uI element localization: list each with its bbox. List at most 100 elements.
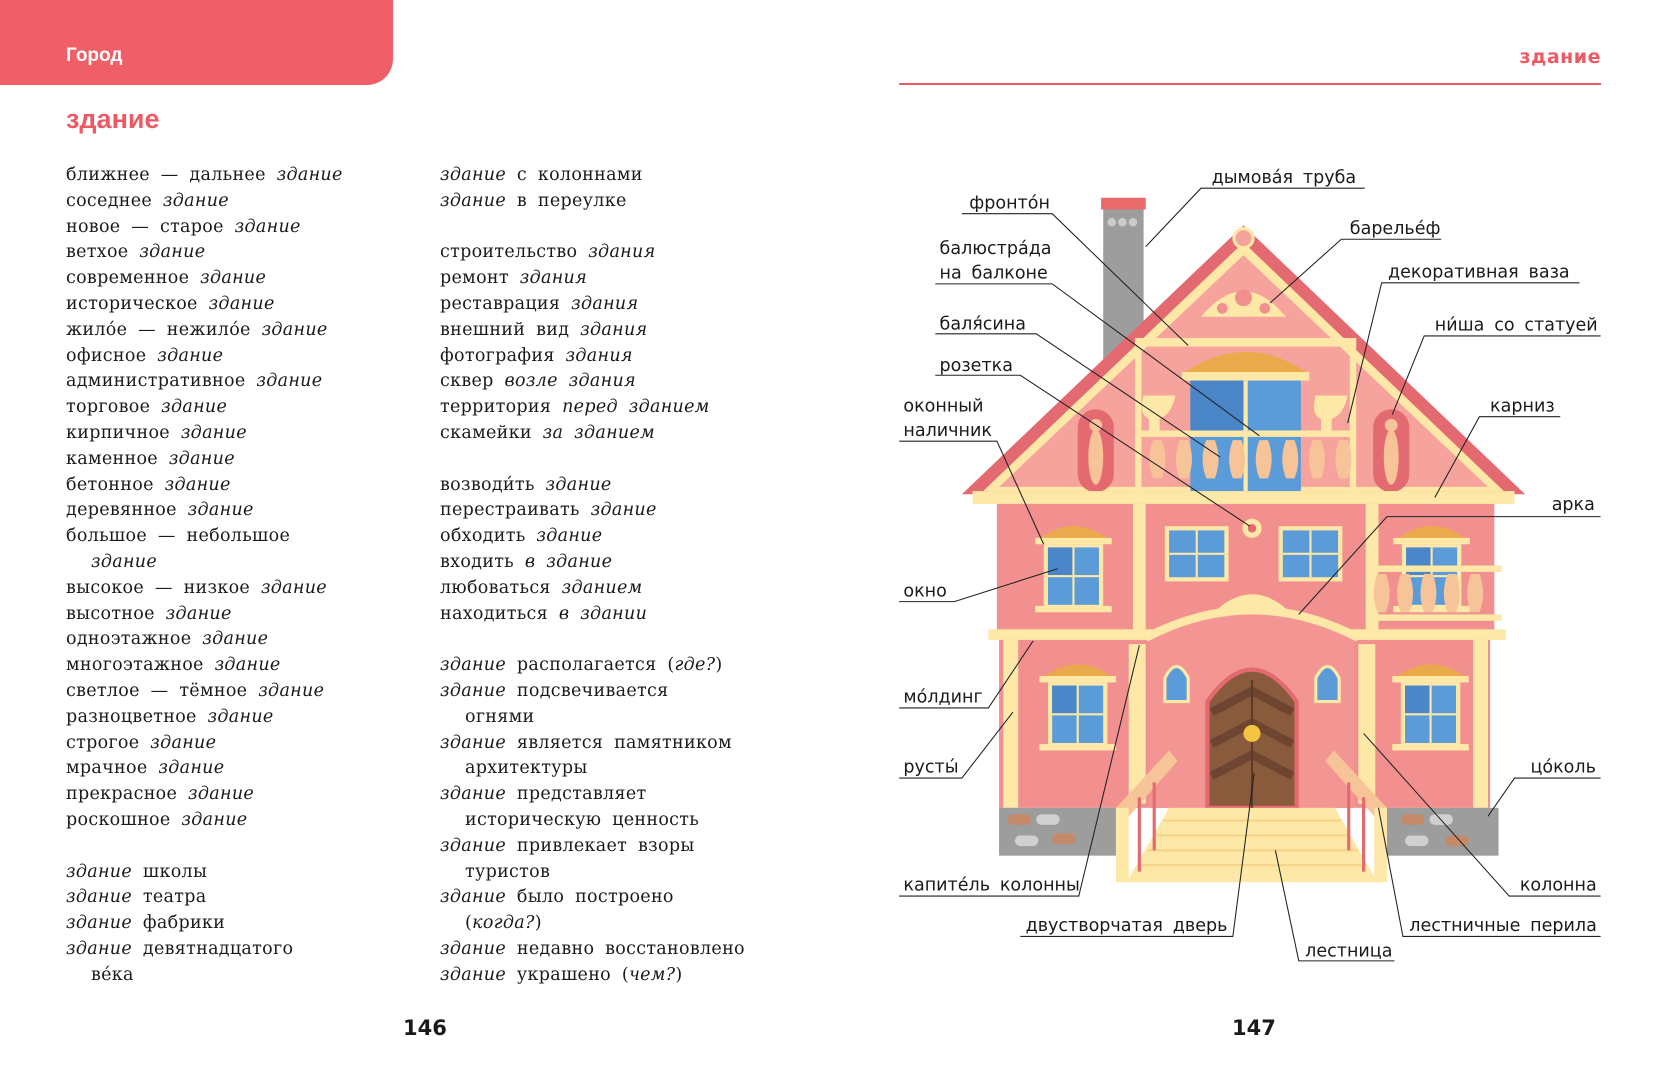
text-fragment: перестраивать — [440, 500, 591, 521]
text-fragment: административное — [66, 371, 257, 392]
italic-fragment: чем? — [628, 964, 676, 985]
text-fragment: сквер — [440, 371, 505, 392]
collocation-line: туристов — [440, 860, 745, 886]
label-pediment: фронто́н — [961, 193, 1189, 346]
text-fragment: девятнадцатого — [132, 938, 294, 959]
header-rule — [899, 83, 1601, 85]
text-fragment: любоваться — [440, 577, 562, 598]
collocation-line: кирпичное здание — [66, 421, 343, 447]
label-plinth: цо́коль — [1487, 758, 1601, 817]
italic-fragment: здание — [202, 629, 269, 650]
label-bas-relief: барелье́ф — [1269, 219, 1442, 304]
text-fragment: прекрасное — [66, 784, 189, 805]
collocation-line: здание с колоннами — [440, 163, 745, 189]
label-arch: арка — [1298, 495, 1601, 615]
text-fragment: недавно восстановлено — [506, 938, 745, 959]
italic-fragment: здание — [440, 835, 507, 856]
entry-title: здание — [66, 104, 160, 134]
collocation-line: разноцветное здание — [66, 705, 343, 731]
text-fragment: кирпичное — [66, 422, 181, 443]
text-fragment: находиться — [440, 603, 559, 624]
svg-text:оконный: оконный — [903, 396, 983, 416]
italic-fragment: здание — [440, 165, 507, 185]
italic-fragment: в здание — [524, 551, 613, 572]
text-fragment: одноэтажное — [66, 629, 203, 650]
text-fragment: ближнее — дальнее — [66, 165, 277, 185]
collocation-line: реставрация здания — [440, 292, 745, 318]
collocation-line: бетонное здание — [66, 473, 343, 499]
text-fragment: архитектуры — [465, 758, 588, 779]
collocation-line: архитектуры — [440, 756, 745, 782]
text-fragment: жило́е — нежило́е — [66, 319, 262, 340]
collocation-line: ветхое здание — [66, 240, 343, 266]
italic-fragment: здание — [164, 474, 231, 495]
text-fragment: располагается ( — [506, 655, 675, 676]
collocation-line: строгое здание — [66, 731, 343, 757]
italic-fragment: здание — [440, 887, 507, 908]
italic-fragment: здание — [440, 680, 507, 701]
collocation-line: торговое здание — [66, 395, 343, 421]
collocation-line: современное здание — [66, 266, 343, 292]
italic-fragment: здание — [545, 474, 612, 495]
italic-fragment: здание — [440, 964, 507, 985]
text-fragment: соседнее — [66, 190, 163, 211]
italic-fragment: здание — [440, 655, 507, 676]
italic-fragment: здание — [161, 397, 228, 418]
text-fragment: фабрики — [132, 913, 226, 934]
collocation-line: здание девятнадцатого — [66, 937, 343, 963]
text-fragment: бетонное — [66, 474, 165, 495]
italic-fragment: здание — [276, 165, 343, 185]
text-fragment: разноцветное — [66, 706, 208, 727]
collocation-line: каменное здание — [66, 447, 343, 473]
svg-text:балюстра́да: балюстра́да — [940, 239, 1052, 259]
collocation-line: входить в здание — [440, 550, 745, 576]
collocation-line: фотография здания — [440, 344, 745, 370]
svg-text:двустворчатая дверь: двустворчатая дверь — [1026, 916, 1228, 936]
collocation-line: огнями — [440, 705, 745, 731]
italic-fragment: здание — [200, 268, 267, 289]
svg-text:ни́ша со статуей: ни́ша со статуей — [1435, 316, 1598, 336]
label-railing: лестничные перила — [1377, 807, 1601, 937]
collocation-line: здание было построено — [440, 885, 745, 911]
label-rosette: розетка — [935, 356, 1251, 527]
svg-text:арка: арка — [1552, 495, 1595, 515]
text-fragment: входить — [440, 551, 525, 572]
text-fragment: строгое — [66, 732, 151, 753]
italic-fragment: здание — [91, 551, 158, 572]
collocation-line: любоваться зданием — [440, 576, 745, 602]
collocations-column-1: ближнее — дальнее здание соседнее здание н… — [66, 163, 343, 989]
collocation-line: светлое — тёмное здание — [66, 679, 343, 705]
label-chimney: дымова́я труба — [1145, 168, 1365, 248]
text-fragment: каменное — [66, 448, 169, 469]
label-cornice: карниз — [1434, 396, 1561, 498]
text-fragment: многоэтажное — [66, 655, 215, 676]
italic-fragment: здание — [180, 422, 247, 443]
collocation-line: скамейки за зданием — [440, 421, 745, 447]
italic-fragment: здание — [66, 938, 133, 959]
text-fragment: современное — [66, 268, 201, 289]
text-fragment: в переулке — [506, 190, 627, 211]
text-fragment: ве́ка — [91, 964, 134, 985]
text-fragment: школы — [132, 861, 208, 882]
collocation-line: высокое — низкое здание — [66, 576, 343, 602]
text-fragment: было построено — [506, 887, 674, 908]
italic-fragment: где? — [674, 655, 716, 676]
italic-fragment: возле здания — [504, 371, 636, 392]
collocation-line: (когда?) — [440, 911, 745, 937]
text-fragment: привлекает взоры — [506, 835, 695, 856]
text-fragment: мрачное — [66, 758, 159, 779]
collocation-line: историческую ценность — [440, 808, 745, 834]
italic-fragment: здание — [256, 371, 323, 392]
collocation-line: новое — старое здание — [66, 215, 343, 241]
italic-fragment: здания — [519, 268, 587, 289]
svg-text:наличник: наличник — [903, 421, 992, 441]
text-fragment: ветхое — [66, 242, 140, 263]
collocation-line: жило́е — нежило́е здание — [66, 318, 343, 344]
collocation-line: одноэтажное здание — [66, 627, 343, 653]
svg-text:окно: окно — [903, 581, 946, 601]
collocation-line: большое — небольшое — [66, 524, 343, 550]
italic-fragment: здание — [440, 190, 507, 211]
collocation-line: сквер возле здания — [440, 369, 745, 395]
svg-text:на балконе: на балконе — [940, 264, 1048, 284]
italic-fragment: здание — [440, 732, 507, 753]
